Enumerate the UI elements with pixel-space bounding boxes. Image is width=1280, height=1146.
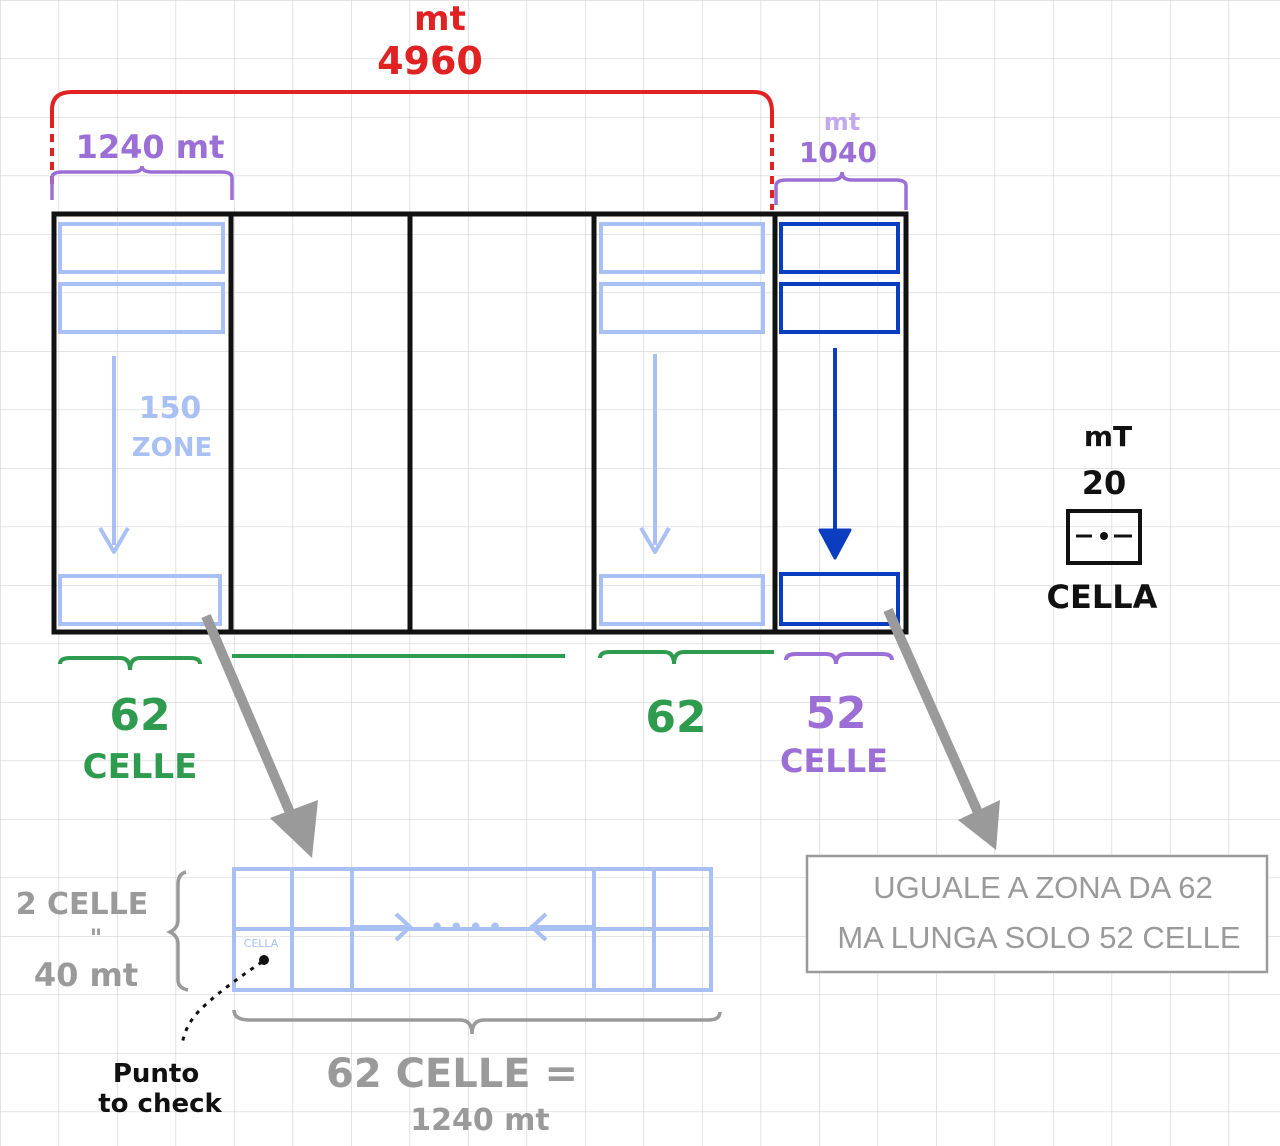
check-point-label: Punto to check: [98, 1059, 222, 1119]
detail-side-equals: ": [90, 924, 103, 952]
check-point-line2: to check: [98, 1089, 222, 1119]
bottom-annotations: 62 CELLE 62 52 CELLE: [58, 650, 894, 787]
zone-cell: [779, 222, 900, 274]
zone-column-first: 150 ZONE: [58, 222, 225, 626]
left-cell-count: 62: [109, 690, 170, 741]
total-length-value: 4960: [377, 39, 483, 83]
left-chevron-icon: [529, 912, 548, 942]
right-cell-count: 52: [805, 688, 866, 739]
zone-cell: [58, 574, 222, 626]
cell-legend-value: 20: [1082, 464, 1127, 502]
arrow-head-icon: [818, 528, 852, 560]
cell-legend: mT 20 CELLA: [1047, 420, 1158, 616]
check-point-line1: Punto: [113, 1059, 199, 1089]
last-zone-brace: [774, 171, 908, 210]
arrow-head-icon: [98, 526, 130, 554]
right-cell-word: CELLE: [780, 742, 888, 780]
purple-brace: [784, 652, 894, 665]
pointer-arrow-right-head: [958, 800, 1000, 850]
detail-cell-tag: CELLA: [244, 937, 279, 950]
left-cell-word: CELLE: [83, 747, 198, 787]
zones-count: 150: [139, 391, 202, 426]
total-length-annotation: mt 4960: [49, 0, 775, 210]
last-zone-annotation: mt 1040: [774, 108, 908, 210]
zone-cell: [779, 572, 900, 626]
note-box-frame: [805, 854, 1269, 974]
right-chevron-icon: [394, 912, 413, 942]
zone-cell: [599, 222, 765, 274]
pointer-arrow-left: [201, 614, 305, 838]
zone-cell: [58, 222, 225, 274]
zone-cell: [58, 282, 225, 334]
mid-cell-count: 62: [645, 692, 706, 743]
zone-cell: [599, 282, 765, 334]
note-line-2: MA LUNGA SOLO 52 CELLE: [837, 920, 1240, 955]
detail-side-length: 40 mt: [34, 956, 138, 994]
rack-block: [51, 211, 909, 635]
detail-bottom-count: 62 CELLE =: [326, 1051, 578, 1097]
left-green-brace: [58, 656, 202, 671]
detail-length-annotation: 62 CELLE = 1240 mt: [232, 1009, 722, 1138]
detail-pointers: [201, 607, 1000, 858]
detail-side-brace: [166, 870, 189, 992]
zone-column-last: [779, 222, 900, 626]
note-box: UGUALE A ZONA DA 62 MA LUNGA SOLO 52 CEL…: [805, 854, 1269, 974]
detail-bottom-length: 1240 mt: [410, 1103, 550, 1138]
cell-legend-unit: mT: [1084, 420, 1132, 453]
detail-height-annotation: 2 CELLE " 40 mt: [16, 870, 189, 994]
arrow-head-icon: [639, 526, 671, 554]
zone-cell: [599, 574, 765, 626]
detail-dots: ••••: [429, 913, 506, 943]
zones-word: ZONE: [132, 433, 212, 463]
zone-cell: [779, 282, 900, 334]
cell-legend-word: CELLA: [1047, 578, 1158, 616]
first-zone-length: 1240 mt: [76, 128, 225, 166]
last-zone-unit: mt: [824, 108, 860, 136]
first-zone-annotation: 1240 mt: [50, 128, 234, 200]
detail-bottom-brace: [232, 1009, 722, 1035]
rack-outline: [51, 211, 909, 635]
last-zone-length: 1040: [799, 136, 877, 169]
mid-green-brace: [598, 650, 774, 665]
zone-column-fourth: [599, 222, 765, 626]
first-zone-brace: [50, 165, 234, 200]
pointer-arrow-left-head: [270, 800, 318, 858]
detail-side-cells: 2 CELLE: [16, 887, 149, 922]
cell-legend-box: [1066, 509, 1142, 565]
cell-legend-dot: [1100, 532, 1108, 540]
total-unit-label: mt: [414, 0, 466, 39]
pointer-arrow-right: [883, 607, 989, 829]
note-line-1: UGUALE A ZONA DA 62: [873, 870, 1212, 905]
detail-zone: •••• CELLA: [180, 867, 713, 1046]
total-bracket: [50, 90, 774, 210]
